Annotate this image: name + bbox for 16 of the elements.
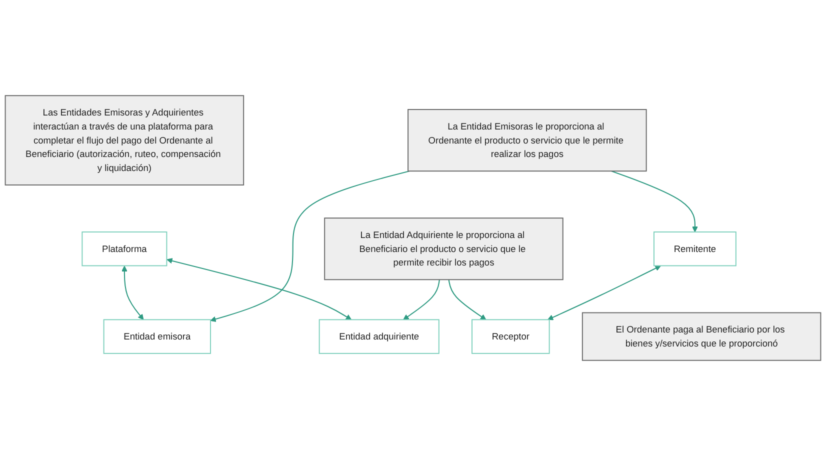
arrow bbox=[210, 170, 410, 322]
node-box: Entidad emisora bbox=[103, 319, 211, 354]
arrow bbox=[166, 258, 352, 320]
node-box: Entidad adquiriente bbox=[318, 319, 440, 354]
arrow bbox=[448, 280, 486, 320]
node-box: El Ordenante paga al Beneficiario por los bienes y/servicios que le proporcionó bbox=[582, 312, 822, 361]
node-box: La Entidad Adquiriente le proporciona al Beneficiario el producto o servicio que le permite recibir los pagos bbox=[324, 218, 564, 280]
arrow bbox=[611, 170, 698, 232]
node-box: Plataforma bbox=[82, 231, 168, 266]
arrow bbox=[122, 266, 144, 320]
arrow bbox=[403, 280, 440, 320]
arrow bbox=[548, 266, 661, 320]
node-box: Remitente bbox=[653, 231, 736, 266]
node-box: La Entidad Emisoras le proporciona al Ordenante el producto o servicio que le permite realizar los pagos bbox=[408, 109, 647, 172]
node-box: Las Entidades Emisoras y Adquirientes interactúan a través de una plataforma para completar el flujo del pago del Ordenante al Beneficiario (autorización, ruteo, compensación y liquidación) bbox=[4, 95, 244, 186]
node-box: Receptor bbox=[472, 319, 550, 354]
